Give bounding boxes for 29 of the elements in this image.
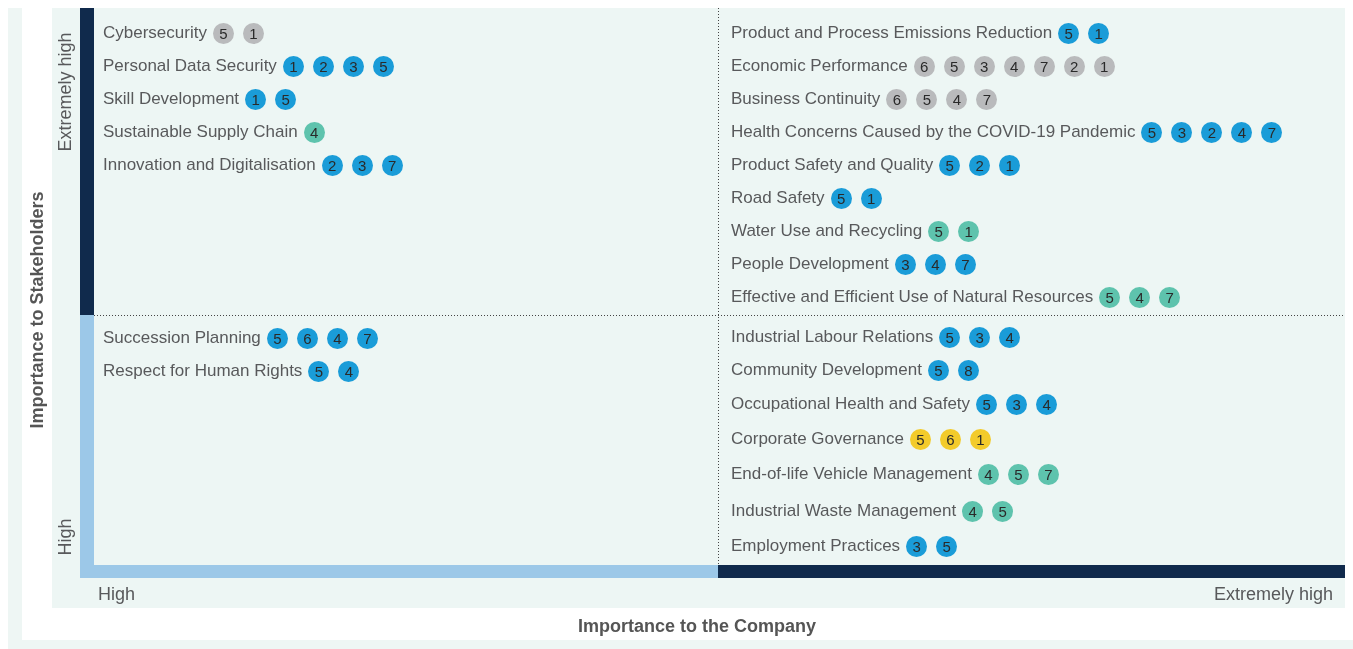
axis-tick-label: High [98, 583, 136, 605]
topic-label: Corporate Governance [731, 429, 904, 449]
topic-label: End-of-life Vehicle Management [731, 464, 972, 484]
topic-label: Personal Data Security [103, 56, 277, 76]
axis-tick-label: Extremely high [1213, 583, 1333, 605]
axis-tick-label: Extremely high [54, 32, 76, 152]
topic-label: Occupational Health and Safety [731, 394, 971, 414]
topic-label: Skill Development [103, 89, 240, 109]
topic-label: Industrial Labour Relations [731, 327, 934, 347]
topic-label: People Development [731, 254, 889, 274]
topic-label: Product and Process Emissions Reduction [731, 23, 1053, 43]
topic-label: Respect for Human Rights [103, 361, 303, 381]
topic-label: Innovation and Digitalisation [103, 155, 316, 175]
topic-label: Water Use and Recycling [731, 221, 923, 241]
topic-label: Health Concerns Caused by the COVID-19 Pandemic [731, 122, 1136, 142]
topic-label: Road Safety [731, 188, 825, 208]
topic-label: Cybersecurity [103, 23, 207, 43]
topic-label: Business Continuity [731, 89, 881, 109]
topic-label: Sustainable Supply Chain [103, 122, 298, 142]
topic-label: Succession Planning [103, 328, 261, 348]
topic-label: Industrial Waste Management [731, 501, 957, 521]
topic-label: Effective and Efficient Use of Natural Resources [731, 287, 1094, 307]
axis-tick-label: High [54, 518, 76, 556]
topic-label: Employment Practices [731, 536, 901, 556]
axis-title: Importance to Stakeholders [26, 191, 48, 429]
topic-label: Product Safety and Quality [731, 155, 934, 175]
topic-label: Community Development [731, 360, 922, 380]
topic-label: Economic Performance [731, 56, 908, 76]
axis-title: Importance to the Company [578, 615, 816, 637]
